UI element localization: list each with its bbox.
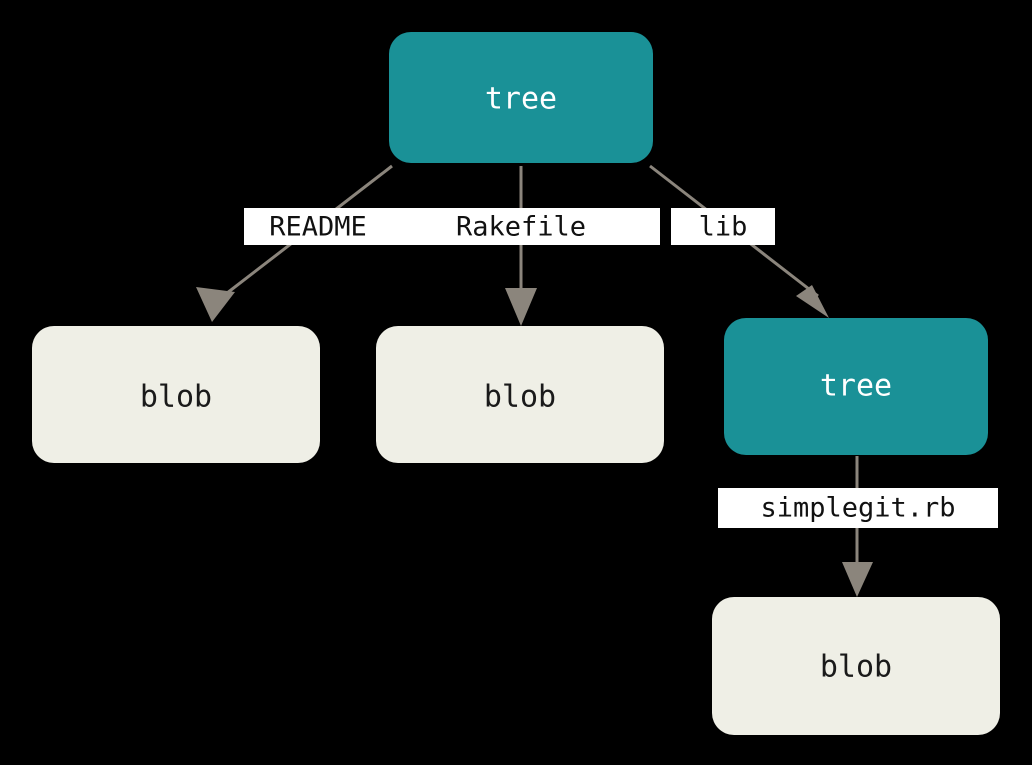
node-tree-root[interactable]: tree (389, 32, 653, 163)
edge-label-readme-text: README (269, 212, 367, 243)
node-blob-simplegit[interactable]: blob (712, 597, 1000, 735)
edge-simplegit-arrowhead (842, 562, 873, 597)
node-blob-readme-shape[interactable] (32, 326, 320, 463)
node-blob-simplegit-label: blob (820, 650, 892, 685)
edge-label-readme-bg (244, 208, 392, 245)
node-tree-root-shape[interactable] (389, 32, 653, 163)
edge-label-rakefile: Rakefile (392, 208, 660, 245)
node-tree-lib-shape[interactable] (724, 318, 988, 455)
edge-label-simplegit: simplegit.rb (718, 488, 998, 528)
node-blob-readme[interactable]: blob (32, 326, 320, 463)
nodes-layer: tree blob blob tree blob (32, 32, 1000, 735)
edge-label-simplegit-bg (718, 488, 998, 528)
node-tree-lib-label: tree (820, 369, 892, 404)
node-blob-rakefile-label: blob (484, 380, 556, 415)
edge-lib-arrowhead (796, 285, 829, 318)
node-blob-simplegit-shape[interactable] (712, 597, 1000, 735)
node-blob-readme-label: blob (140, 380, 212, 415)
edge-label-lib-bg (671, 208, 775, 245)
edge-readme-arrowhead (196, 287, 235, 322)
edge-label-lib-text: lib (699, 212, 748, 243)
edge-label-rakefile-text: Rakefile (456, 212, 586, 243)
node-tree-lib[interactable]: tree (724, 318, 988, 455)
edge-label-lib: lib (671, 208, 775, 245)
node-tree-root-label: tree (485, 82, 557, 117)
node-blob-rakefile-shape[interactable] (376, 326, 664, 463)
edge-labels-layer: README Rakefile lib simplegit.rb (244, 208, 998, 528)
node-blob-rakefile[interactable]: blob (376, 326, 664, 463)
edge-label-rakefile-bg (392, 208, 660, 245)
edge-label-simplegit-text: simplegit.rb (760, 493, 955, 524)
edge-label-readme: README (244, 208, 392, 245)
edge-rakefile-arrowhead (505, 288, 537, 326)
